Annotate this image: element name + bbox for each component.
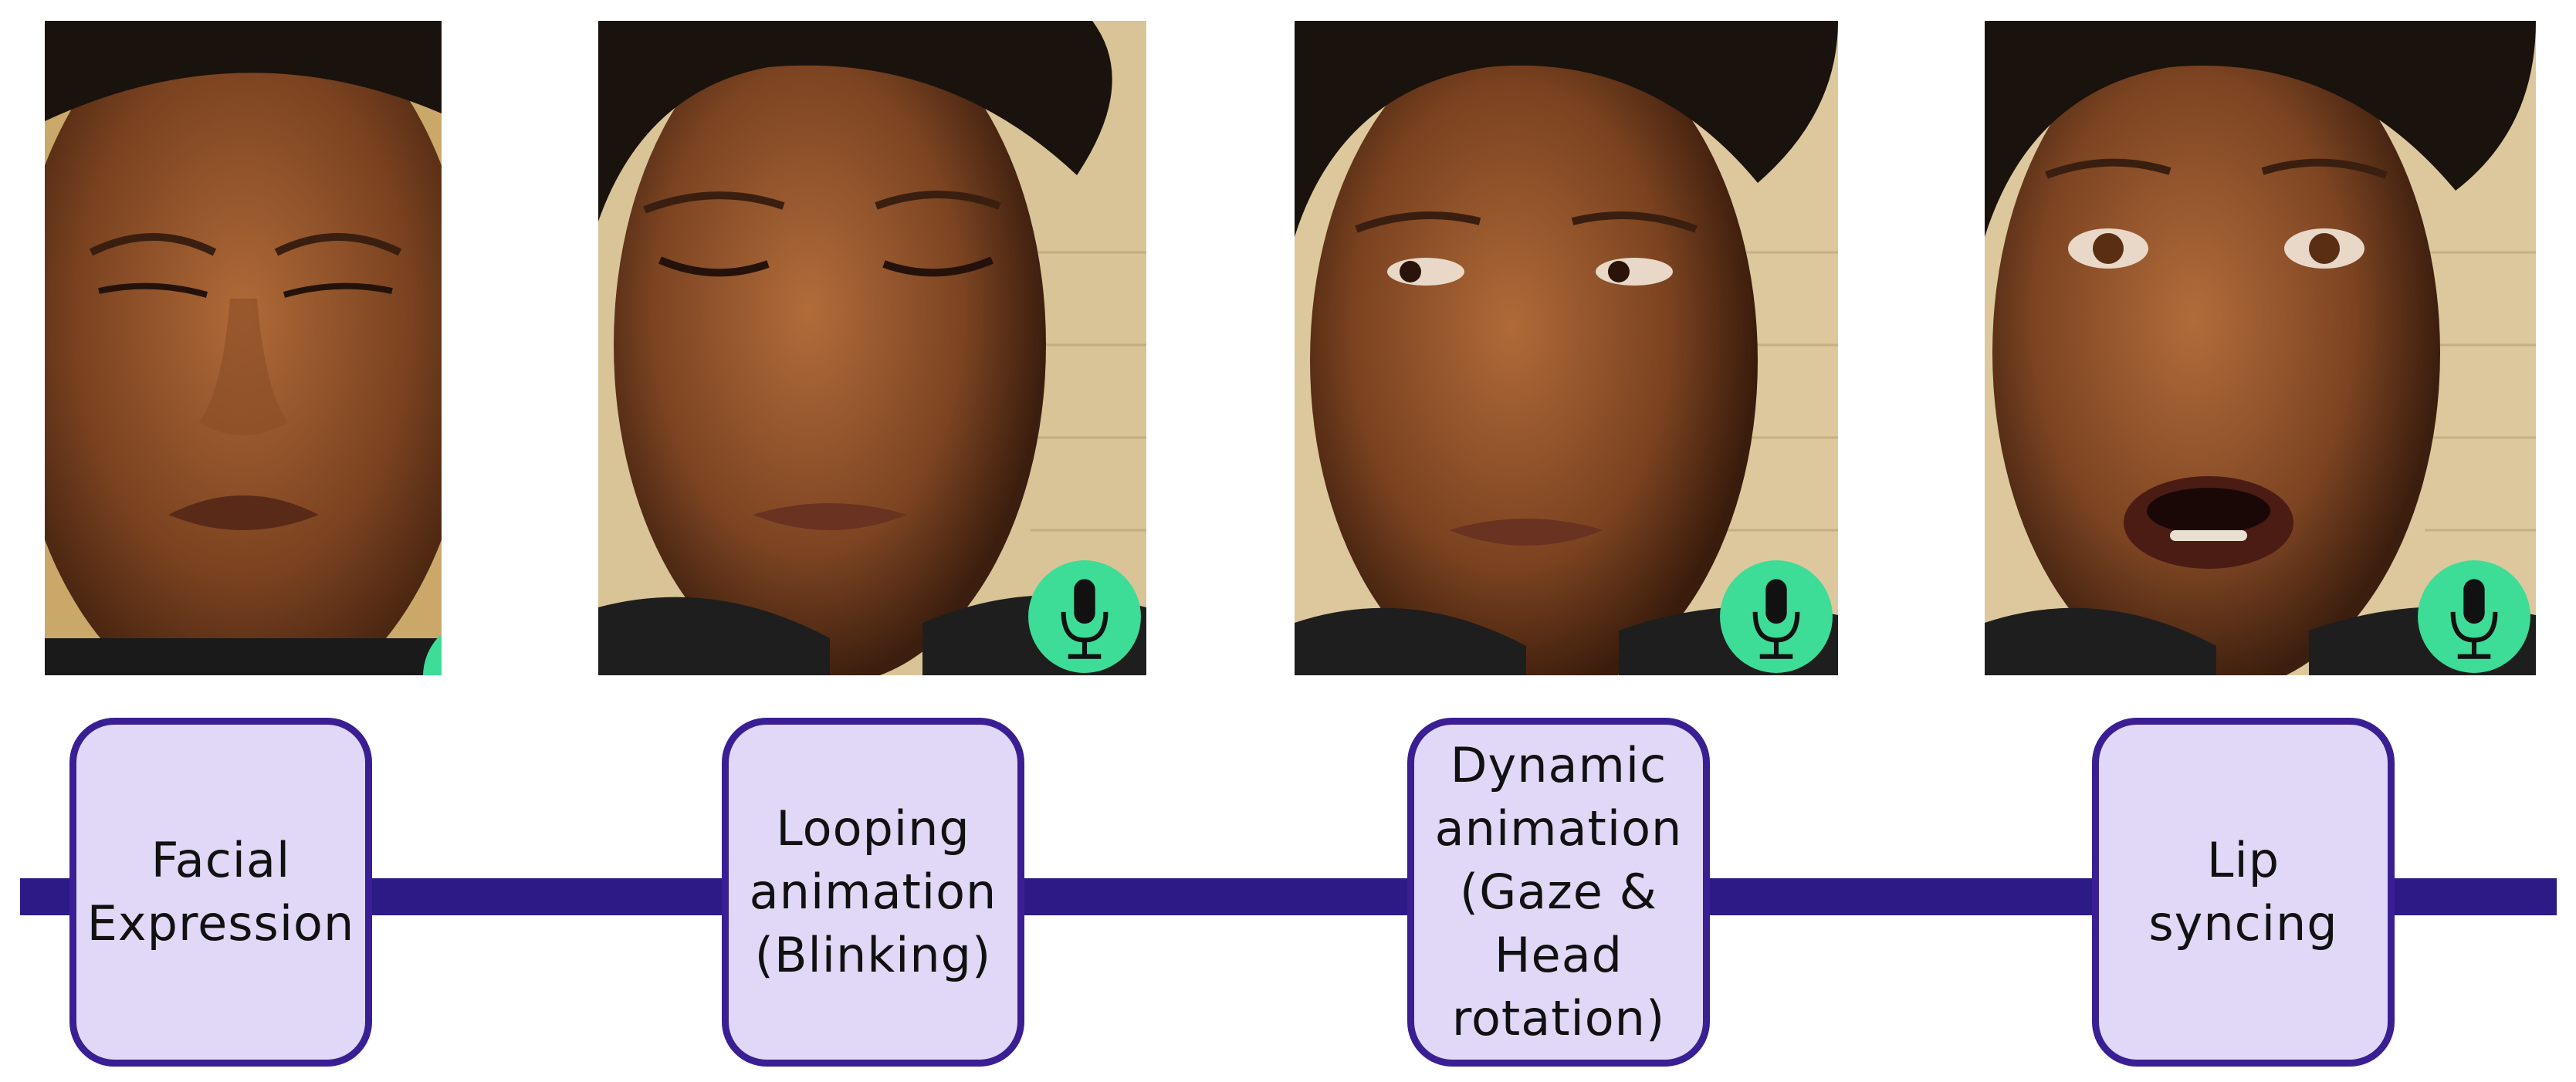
microphone-badge	[1718, 558, 1835, 675]
microphone-icon	[423, 634, 442, 675]
stage-box-dynamic-animation: Dynamic animation (Gaze & Head rotation)	[1407, 718, 1710, 1067]
stage-label: Facial Expression	[86, 832, 355, 952]
face-image-lip-syncing	[1985, 21, 2536, 675]
stage-label: Lip syncing	[2148, 832, 2338, 952]
microphone-icon	[2418, 560, 2530, 673]
microphone-badge	[1026, 558, 1143, 675]
face-image-gaze-head-rotation	[1295, 21, 1838, 675]
microphone-icon	[1028, 560, 1141, 673]
stage-label: Dynamic animation (Gaze & Head rotation)	[1434, 737, 1683, 1046]
microphone-icon	[1720, 560, 1833, 673]
microphone-badge-partial	[421, 617, 442, 675]
stage-box-facial-expression: Facial Expression	[69, 718, 372, 1067]
microphone-badge	[2415, 558, 2533, 675]
stage-label: Looping animation (Blinking)	[749, 800, 997, 983]
face-render-4	[1985, 21, 2536, 675]
face-render-1	[45, 21, 442, 675]
stage-box-lip-syncing: Lip syncing	[2092, 718, 2395, 1067]
face-image-blinking	[598, 21, 1146, 675]
stage-box-looping-animation: Looping animation (Blinking)	[722, 718, 1024, 1067]
face-image-facial-expression	[45, 21, 442, 675]
face-render-3	[1295, 21, 1838, 675]
